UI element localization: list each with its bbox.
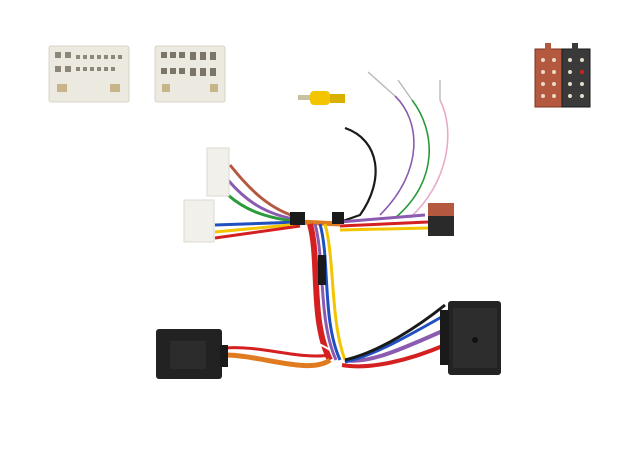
- rca-connector: [298, 91, 345, 105]
- interface-module-right: [440, 301, 501, 375]
- iso-connector: [534, 43, 591, 108]
- white-connector-left: [48, 45, 130, 103]
- white-connector-right: [154, 45, 226, 103]
- interface-module-left: [156, 329, 228, 379]
- electrical-tape: [290, 212, 344, 285]
- upper-wires: [214, 95, 449, 240]
- trunk-wires: [224, 223, 446, 369]
- small-iso-connector: [428, 203, 454, 236]
- wire-terminals: [367, 71, 441, 101]
- white-harness-connectors: [183, 147, 230, 243]
